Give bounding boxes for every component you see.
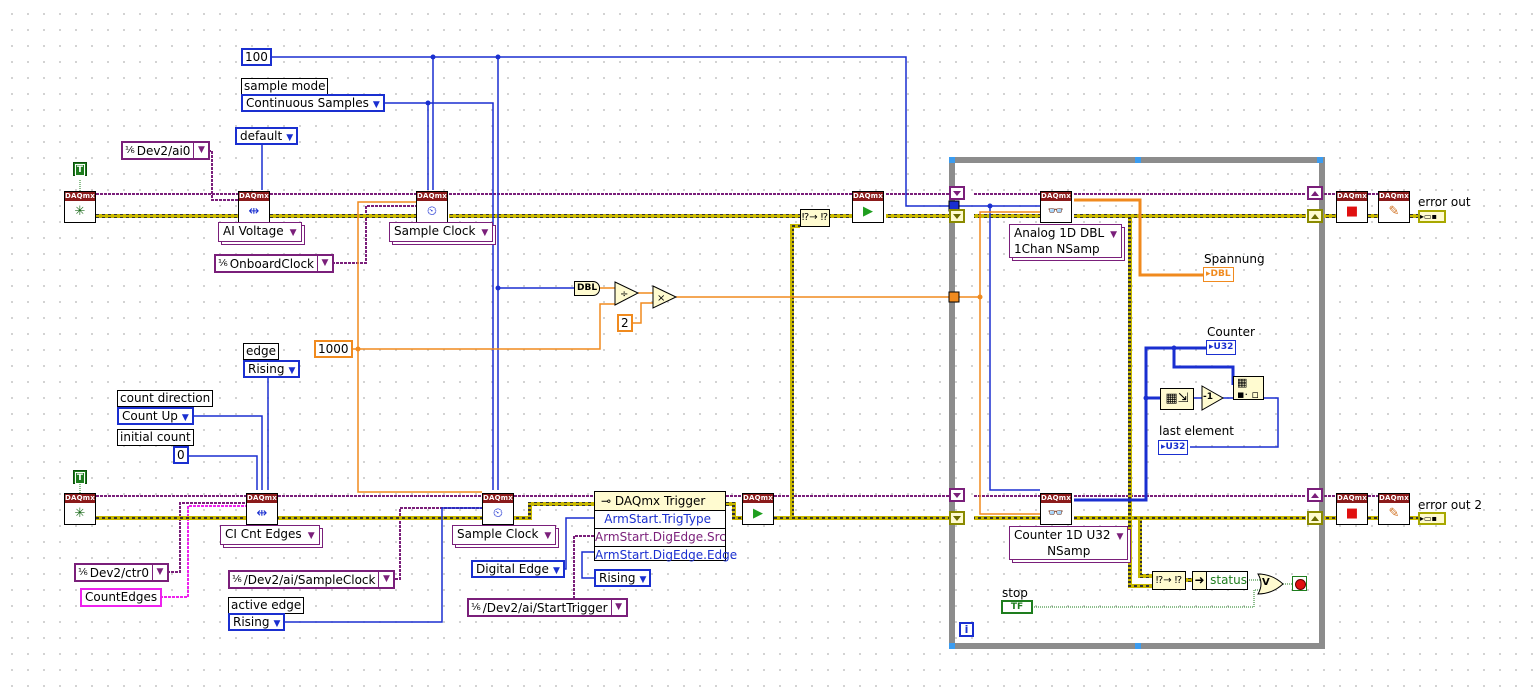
error-out-label: error out (1418, 195, 1471, 209)
initial-count-label: initial count (117, 429, 194, 446)
rate-constant[interactable]: 1000 (314, 340, 353, 358)
daqmx-start-task-vi-ci[interactable]: DAQmx▶ (742, 493, 774, 525)
ai-true-constant[interactable]: T (73, 162, 87, 176)
daqmx-timing-vi-ai[interactable]: DAQmx⏲ (416, 191, 448, 223)
divisor-constant[interactable]: 2 (617, 314, 633, 332)
loop-condition-stop-icon[interactable] (1292, 576, 1307, 591)
error-wires (96, 214, 1418, 588)
dbl-wires (344, 201, 1040, 515)
string-wire (152, 505, 246, 598)
trig-source-constant[interactable]: ⅙/Dev2/ai/StartTrigger▼ (467, 598, 628, 617)
daqmx-stop-task-vi-ci[interactable]: DAQmx■ (1336, 493, 1368, 525)
trig-edge-enum[interactable]: Rising▼ (594, 569, 652, 587)
terminal-config-enum[interactable]: default▼ (235, 127, 299, 145)
daqmx-read-vi-ci[interactable]: DAQmx👓 (1040, 493, 1072, 525)
merge-errors-function[interactable]: ⁉→ ⁉ (800, 209, 830, 227)
while-loop-frame[interactable] (949, 157, 1325, 649)
to-double-conversion[interactable]: DBL (574, 281, 601, 296)
trigger-property-src[interactable]: ArmStart.DigEdge.Src (595, 529, 726, 547)
counter-label: Counter (1207, 325, 1255, 339)
svg-text:×: × (657, 293, 665, 304)
sample-mode-label: sample mode (241, 78, 329, 95)
math-primitives[interactable]: ÷ × (614, 281, 1284, 595)
unbundle-arrow-icon: ➜ (1193, 572, 1208, 589)
daqmx-create-task-vi-ci[interactable]: DAQmx✳ (64, 493, 96, 525)
ci-create-polymorphic-selector[interactable]: CI Cnt Edges▼ (220, 525, 320, 545)
sample-mode-enum[interactable]: Continuous Samples▼ (241, 94, 385, 112)
active-edge-label: active edge (228, 597, 305, 614)
ai-create-polymorphic-selector[interactable]: AI Voltage▼ (218, 222, 302, 242)
count-direction-enum[interactable]: Count Up▼ (117, 407, 194, 425)
stop-button-terminal[interactable]: TF (1001, 600, 1033, 614)
samples-per-channel-constant[interactable]: 100 (241, 48, 272, 66)
unbundle-status[interactable]: ➜ status (1192, 571, 1248, 590)
trig-type-enum[interactable]: Digital Edge▼ (471, 560, 565, 578)
or-function-label: V (1262, 577, 1270, 588)
array-size-function[interactable]: ▦⇲ (1160, 388, 1194, 410)
loop-tunnels (949, 186, 1323, 525)
int-wires (186, 56, 1040, 623)
ci-name-constant[interactable]: CountEdges (80, 588, 163, 607)
daqmx-timing-vi-ci[interactable]: DAQmx⏲ (482, 493, 514, 525)
daqmx-create-channel-vi-ai[interactable]: DAQmx⇹ (238, 191, 270, 223)
daqmx-stop-task-vi-ai[interactable]: DAQmx■ (1336, 191, 1368, 223)
trigger-property-trigtype[interactable]: ArmStart.TrigType (595, 511, 725, 529)
svg-text:÷: ÷ (620, 289, 628, 300)
daqmx-trigger-property-node[interactable]: ⊸ DAQmx Trigger ArmStart.TrigType ArmSta… (594, 491, 738, 562)
edge-enum[interactable]: Rising▼ (243, 360, 301, 378)
iteration-terminal: i (959, 622, 974, 637)
trigger-property-edge[interactable]: ArmStart.DigEdge.Edge (595, 548, 738, 562)
count-direction-label: count direction (117, 390, 214, 407)
ci-clock-source-constant[interactable]: ⅙/Dev2/ai/SampleClock▼ (228, 570, 396, 589)
status-label: status (1210, 573, 1247, 587)
initial-count-constant[interactable]: 0 (173, 446, 189, 464)
stop-circle-icon (1295, 579, 1306, 590)
trigger-node-header: ⊸ DAQmx Trigger (595, 492, 725, 511)
merge-errors-function-loop[interactable]: ⁉→ ⁉ (1152, 571, 1186, 590)
ai-read-polymorphic-selector[interactable]: Analog 1D DBL▼1Chan NSamp (1009, 224, 1123, 258)
error-out-indicator[interactable]: ▸▭▪ (1418, 210, 1446, 223)
tunnel-rate (948, 291, 960, 303)
daqmx-read-vi-ai[interactable]: DAQmx👓 (1040, 191, 1072, 223)
stop-label: stop (1002, 586, 1028, 600)
decrement-label: -1 (1203, 392, 1213, 402)
last-element-indicator[interactable]: ▸U32 (1158, 440, 1189, 455)
spannung-label: Spannung (1204, 252, 1265, 266)
error-out-2-indicator[interactable]: ▸▭▪ (1418, 512, 1446, 525)
index-array-function[interactable]: ▦▪· ▫ (1233, 376, 1264, 401)
last-element-label: last element (1159, 424, 1234, 438)
daqmx-clear-task-vi-ci[interactable]: DAQmx✎ (1378, 493, 1410, 525)
daqmx-clear-task-vi-ai[interactable]: DAQmx✎ (1378, 191, 1410, 223)
counter-indicator[interactable]: ▸U32 (1206, 340, 1237, 355)
ai-timing-polymorphic-selector[interactable]: Sample Clock▼ (389, 222, 494, 242)
ci-true-constant[interactable]: T (73, 470, 87, 484)
active-edge-enum[interactable]: Rising▼ (228, 613, 286, 631)
spannung-indicator[interactable]: ▸DBL (1203, 267, 1234, 282)
daqmx-create-channel-vi-ci[interactable]: DAQmx⇹ (246, 493, 278, 525)
task-wires (96, 150, 1378, 608)
ci-timing-polymorphic-selector[interactable]: Sample Clock▼ (452, 525, 557, 545)
edge-label: edge (243, 343, 279, 360)
error-out-2-label: error out 2 (1418, 498, 1482, 512)
daqmx-create-task-vi-ai[interactable]: DAQmx✳ (64, 191, 96, 223)
daqmx-start-task-vi-ai[interactable]: DAQmx▶ (852, 191, 884, 223)
ci-read-polymorphic-selector[interactable]: Counter 1D U32▼NSamp (1009, 526, 1129, 560)
